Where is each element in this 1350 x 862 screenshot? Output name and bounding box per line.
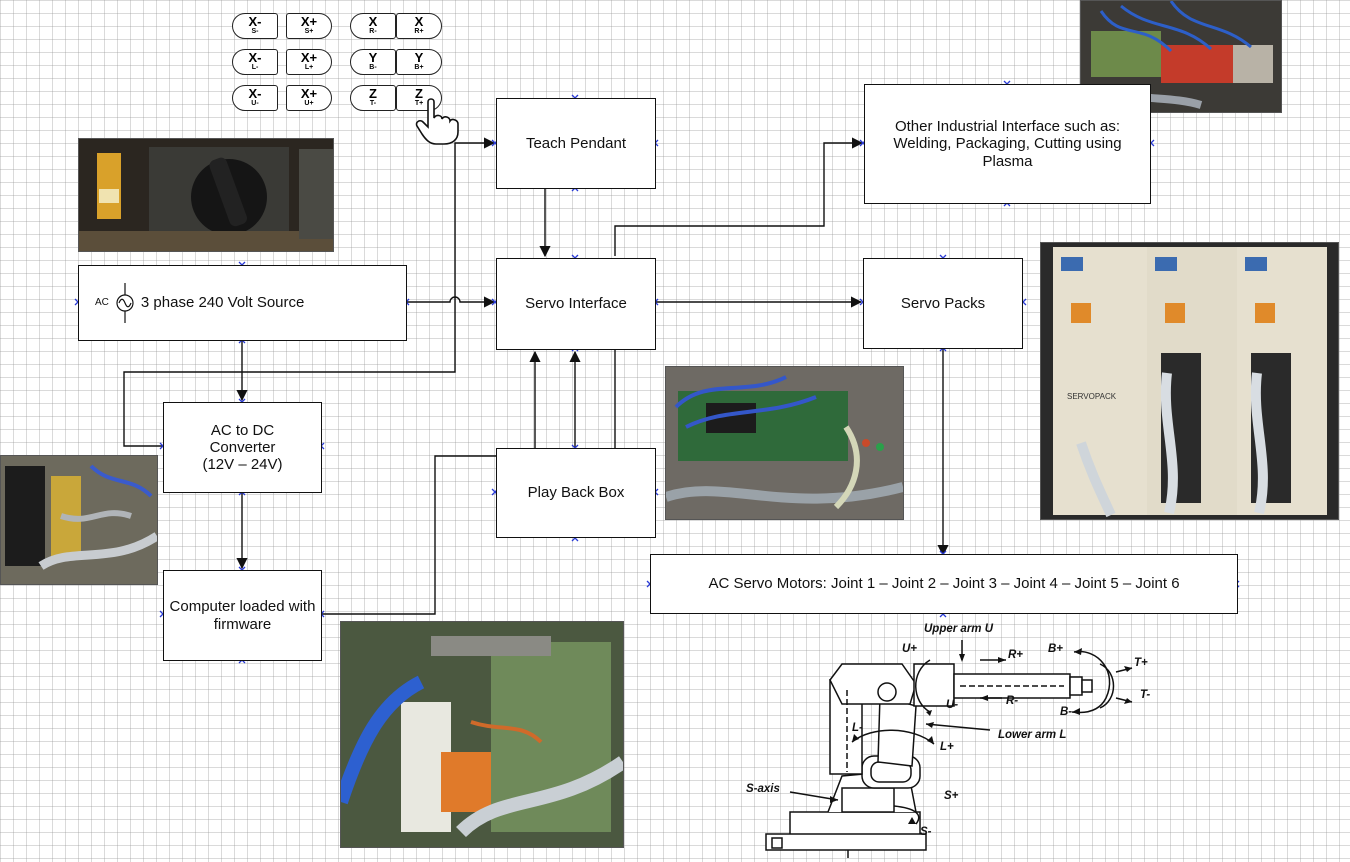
ac-dc-line1: AC to DC bbox=[210, 421, 275, 439]
servopack-photo: SERVOPACK bbox=[1040, 242, 1339, 520]
b-plus-label: B+ bbox=[1048, 643, 1064, 655]
computer-box: Computer loaded with firmware bbox=[163, 570, 322, 661]
play-back-box-label: Play Back Box bbox=[527, 484, 625, 502]
ac-source-icon bbox=[116, 283, 134, 323]
teach-pendant-label: Teach Pendant bbox=[525, 134, 627, 152]
upper-arm-label: Upper arm U bbox=[924, 623, 994, 635]
pendant-key[interactable]: X-L- bbox=[232, 49, 278, 75]
lower-arm-label: Lower arm L bbox=[998, 729, 1067, 741]
ac-dc-line3: (12V – 24V) bbox=[202, 456, 283, 474]
other-interface-label: Other Industrial Interface such as: Weld… bbox=[893, 118, 1122, 170]
l-plus-label: L+ bbox=[940, 741, 954, 753]
power-source-box: AC 3 phase 240 Volt Source bbox=[78, 265, 407, 341]
converter-photo bbox=[0, 455, 158, 585]
servo-interface-label: Servo Interface bbox=[525, 295, 627, 313]
s-minus-label: S- bbox=[920, 826, 932, 838]
ac-prefix: AC bbox=[95, 297, 109, 309]
power-source-label: 3 phase 240 Volt Source bbox=[140, 294, 305, 312]
computer-label: Computer loaded with firmware bbox=[169, 598, 316, 633]
s-plus-label: S+ bbox=[944, 790, 959, 802]
servo-motors-label: AC Servo Motors: Joint 1 – Joint 2 – Joi… bbox=[708, 575, 1180, 593]
controller-board-photo bbox=[340, 621, 624, 848]
u-plus-label: U+ bbox=[902, 643, 918, 655]
t-minus-label: T- bbox=[1140, 689, 1151, 701]
ac-dc-converter-box: AC to DC Converter (12V – 24V) bbox=[163, 402, 322, 493]
other-interface-box: Other Industrial Interface such as: Weld… bbox=[864, 84, 1151, 204]
pendant-key[interactable]: X+U+ bbox=[286, 85, 332, 111]
pendant-key[interactable]: X-U- bbox=[232, 85, 278, 111]
disconnect-switch-photo bbox=[78, 138, 334, 252]
t-plus-label: T+ bbox=[1134, 657, 1148, 669]
play-back-board-photo bbox=[665, 366, 904, 520]
r-minus-label: R- bbox=[1006, 695, 1019, 707]
teach-pendant-box: Teach Pendant bbox=[496, 98, 656, 189]
pendant-key[interactable]: X-S- bbox=[232, 13, 278, 39]
pendant-key[interactable]: X+L+ bbox=[286, 49, 332, 75]
ac-dc-line2: Converter bbox=[209, 438, 276, 456]
pendant-key[interactable]: X+S+ bbox=[286, 13, 332, 39]
servo-packs-label: Servo Packs bbox=[900, 294, 986, 312]
servopack-label: SERVOPACK bbox=[1067, 392, 1117, 401]
r-plus-label: R+ bbox=[1008, 649, 1024, 661]
servo-packs-box: Servo Packs bbox=[863, 258, 1023, 349]
s-axis-label: S-axis bbox=[746, 783, 780, 795]
u-minus-label: U- bbox=[946, 699, 959, 711]
l-minus-label: L- bbox=[852, 722, 863, 734]
servo-interface-box: Servo Interface bbox=[496, 258, 656, 350]
hand-pointer-icon bbox=[415, 98, 459, 145]
play-back-box: Play Back Box bbox=[496, 448, 656, 538]
servo-motors-box: AC Servo Motors: Joint 1 – Joint 2 – Joi… bbox=[650, 554, 1238, 614]
b-minus-label: B- bbox=[1060, 706, 1073, 718]
